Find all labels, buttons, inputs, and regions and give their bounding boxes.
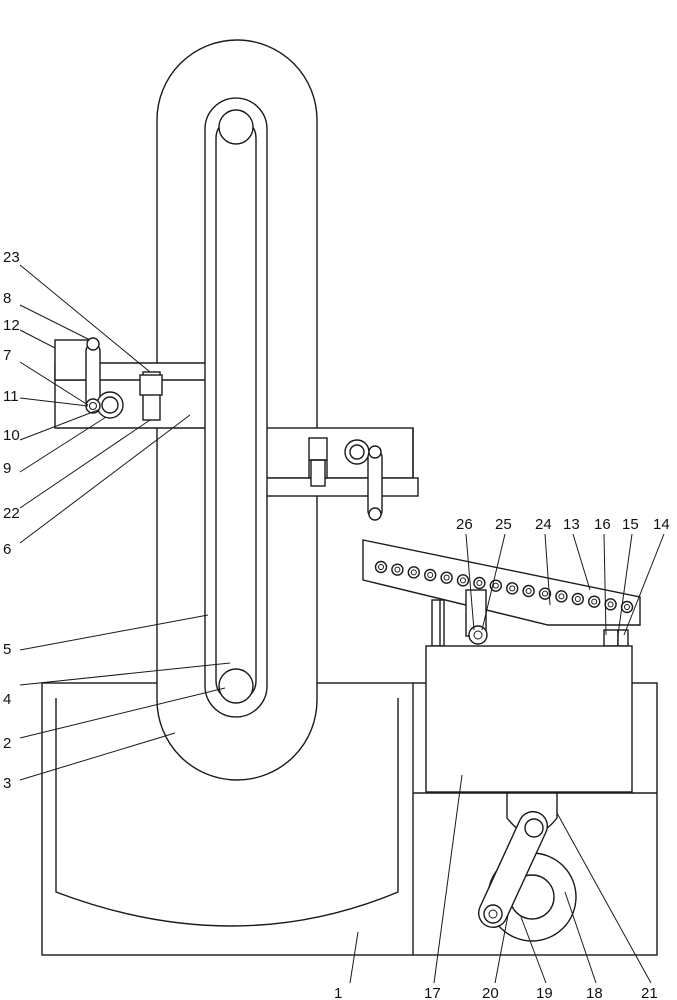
tray-roller-hub [607, 601, 614, 608]
tray-roller [440, 571, 453, 584]
label-6: 6 [3, 541, 11, 558]
label-3: 3 [3, 775, 11, 792]
label-14: 14 [653, 516, 670, 533]
lower-drive [477, 793, 577, 942]
label-7: 7 [3, 347, 11, 364]
tray-right-support [603, 629, 629, 647]
curved-tank [55, 698, 399, 927]
label-23: 23 [3, 249, 20, 266]
label-8: 8 [3, 290, 11, 307]
label-22: 22 [3, 505, 20, 522]
label-21: 21 [641, 985, 658, 1000]
label-17: 17 [424, 985, 441, 1000]
tray-roller-hub [558, 593, 565, 600]
label-12: 12 [3, 317, 20, 334]
label-15: 15 [622, 516, 639, 533]
tray-roller [588, 595, 601, 608]
tray-roller-hub [509, 585, 516, 592]
label-10: 10 [3, 427, 20, 444]
tray-roller [374, 560, 388, 574]
tray-roller-hub [378, 564, 384, 570]
tray-roller [473, 576, 486, 590]
tray-roller [620, 600, 634, 614]
tray-roller-hub [525, 588, 532, 594]
tray-roller-hub [624, 604, 630, 610]
left-crank [85, 337, 124, 419]
label-13: 13 [563, 516, 580, 533]
label-9: 9 [3, 460, 11, 477]
label-25: 25 [495, 516, 512, 533]
right-clamp [308, 437, 328, 487]
tray-roller-hub [542, 590, 548, 597]
tray-roller [424, 568, 437, 582]
label-5: 5 [3, 641, 11, 658]
label-1: 1 [334, 985, 342, 1000]
label-20: 20 [482, 985, 499, 1000]
tray-roller-hub [427, 572, 434, 578]
tray-rollers [374, 560, 634, 614]
tray-roller-hub [394, 566, 401, 573]
tray-roller [555, 590, 568, 603]
right-arm [252, 427, 419, 497]
tray-roller [391, 563, 404, 576]
tray-roller-hub [574, 596, 581, 602]
label-11: 11 [3, 388, 19, 405]
tray-roller [522, 584, 535, 598]
tray-roller [604, 598, 617, 611]
tray-roller-hub [476, 580, 483, 586]
label-2: 2 [3, 735, 11, 752]
upper-clamp [139, 371, 163, 421]
tray-roller [506, 582, 519, 595]
tray-roller-hub [591, 598, 598, 605]
tray-roller-hub [410, 569, 417, 576]
part-labels: 23 8 12 7 11 10 9 22 6 5 4 2 3 1 17 20 1… [3, 249, 670, 1000]
inclined-tray [362, 539, 641, 626]
top-pulley [218, 109, 254, 145]
tray-roller [456, 574, 470, 587]
label-18: 18 [586, 985, 603, 1000]
tray-roller-hub [443, 574, 450, 581]
tray-roller-hub [492, 582, 499, 589]
label-26: 26 [456, 516, 473, 533]
label-24: 24 [535, 516, 552, 533]
base-frame [41, 682, 658, 956]
box [425, 645, 633, 793]
belt-loop [204, 97, 268, 718]
right-crank [344, 439, 383, 521]
bottom-pulley [218, 668, 254, 704]
tray-roller-hub [460, 577, 466, 584]
label-4: 4 [3, 691, 11, 708]
tray-roller [407, 566, 420, 579]
leader-lines [19, 264, 665, 984]
label-19: 19 [536, 985, 553, 1000]
label-16: 16 [594, 516, 611, 533]
tray-roller [538, 587, 552, 600]
tray-roller [571, 592, 584, 606]
